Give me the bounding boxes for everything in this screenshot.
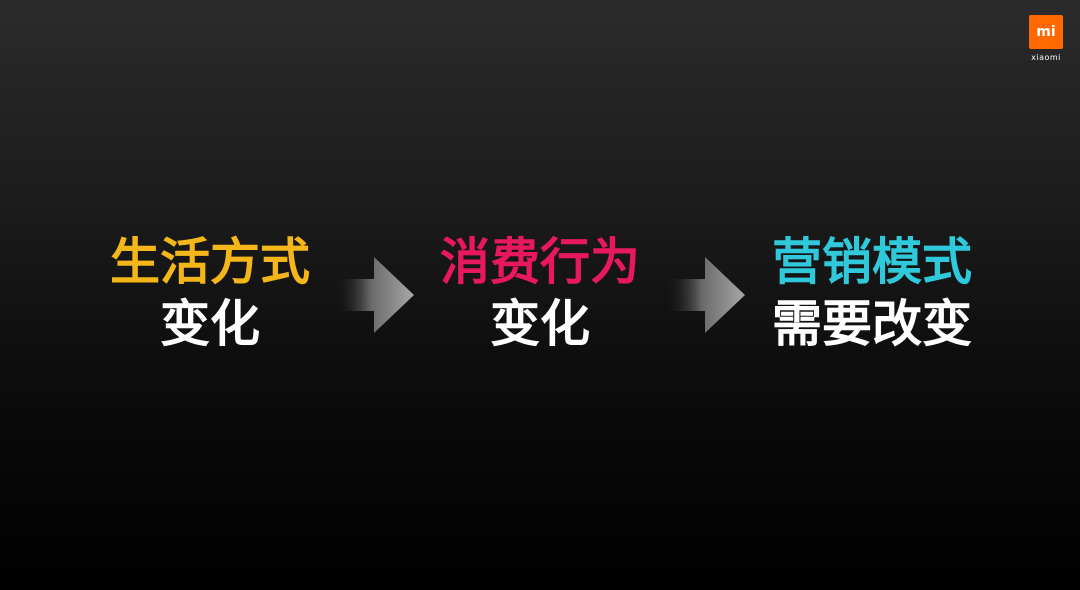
right-arrow-icon <box>336 257 414 333</box>
step-consumer-behavior: 消费行为 变化 <box>434 232 646 354</box>
step-lifestyle: 生活方式 变化 <box>104 232 316 354</box>
xiaomi-logo: mi xiaomi <box>1026 15 1066 62</box>
step-title: 生活方式 <box>110 233 310 291</box>
step-subtitle: 变化 <box>490 295 590 353</box>
step-subtitle: 需要改变 <box>772 295 972 353</box>
step-title: 营销模式 <box>772 233 972 291</box>
xiaomi-logo-icon: mi <box>1029 15 1063 49</box>
step-title: 消费行为 <box>440 233 640 291</box>
logo-text: xiaomi <box>1031 53 1061 62</box>
step-subtitle: 变化 <box>160 295 260 353</box>
step-marketing-model: 营销模式 需要改变 <box>766 232 978 354</box>
right-arrow-icon <box>667 257 745 333</box>
logo-mark: mi <box>1036 24 1056 40</box>
